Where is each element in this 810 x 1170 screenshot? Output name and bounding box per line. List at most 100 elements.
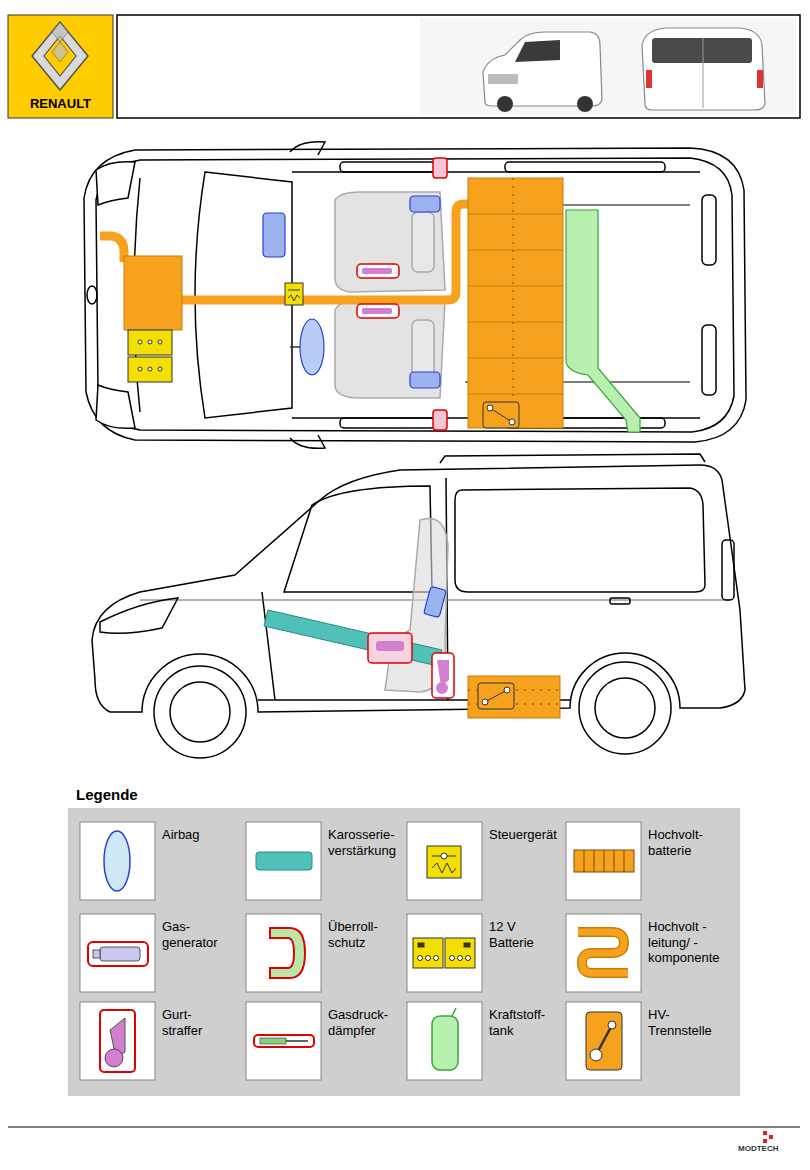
van-thumbnail-front — [515, 40, 560, 62]
headlight — [100, 598, 178, 633]
gas-generator-icon — [93, 950, 100, 958]
body-inner — [96, 158, 734, 432]
legend-icon-frames — [246, 1002, 321, 1080]
van-thumbnail-rear — [652, 38, 752, 63]
hv-battery — [468, 286, 563, 287]
hv-component — [124, 256, 182, 330]
legend-icon-frames — [566, 822, 641, 900]
legend-icon-frames — [407, 914, 482, 992]
hv-battery — [468, 214, 563, 215]
hv-disconnect — [490, 408, 512, 422]
gas-damper-icon — [254, 1035, 314, 1047]
windshield — [195, 172, 292, 418]
rear-light — [702, 195, 716, 265]
battery-12v — [128, 330, 172, 355]
hv-battery-icon — [614, 850, 615, 872]
steering — [290, 346, 300, 348]
battery-12v-icon — [413, 938, 475, 968]
door-line — [262, 592, 275, 700]
battery-12v-icon — [434, 956, 439, 961]
battery-12v-icon — [413, 938, 443, 968]
fuel-tank — [566, 210, 640, 432]
legend-text: Gurt- straffer — [162, 1007, 234, 1038]
headlight — [96, 162, 135, 205]
legend-icon-frames — [566, 1002, 641, 1080]
legend-text: Hochvolt- batterie — [648, 827, 726, 858]
legend-icon-frames — [80, 822, 641, 1080]
van-thumbnail-rear — [642, 28, 765, 110]
hv-line-icon — [578, 932, 628, 973]
hv-disconnect — [483, 402, 519, 428]
gas-generator — [368, 633, 412, 663]
window — [340, 162, 435, 172]
legend-icon-frames — [80, 914, 155, 992]
hv-disconnect — [478, 683, 514, 709]
legend-text: HV- Trennstelle — [648, 1007, 728, 1038]
hv-battery — [468, 250, 563, 251]
window — [284, 486, 432, 592]
battery-12v-icon — [418, 956, 423, 961]
rollover-icon — [270, 928, 305, 978]
battery-12v — [158, 367, 162, 371]
door-handle — [610, 598, 630, 604]
van-thumbnail-rear — [703, 38, 704, 108]
gas-generator — [433, 158, 447, 178]
header — [117, 15, 800, 118]
footer — [8, 1127, 800, 1143]
battery-12v — [138, 367, 142, 371]
body-outline — [92, 465, 745, 712]
hv-battery-icon — [624, 850, 625, 872]
header — [8, 15, 113, 118]
control-unit — [285, 283, 303, 305]
top-view — [362, 308, 392, 314]
legend-icon-frames — [80, 1002, 155, 1080]
airbag-icon — [104, 831, 130, 891]
top-view — [362, 268, 392, 274]
seat — [335, 192, 445, 292]
seat — [335, 300, 445, 398]
footer — [769, 1135, 773, 1139]
logo — [87, 286, 97, 304]
hv-disconnect — [482, 699, 488, 705]
legend-text: Steuergerät — [489, 827, 565, 843]
reinforcement-icon — [256, 852, 312, 870]
airbag — [300, 319, 324, 375]
side-view — [436, 682, 448, 694]
gas-generator-icon — [100, 947, 140, 961]
belt-tensioner — [432, 653, 454, 698]
legend-text: Überroll- schutz — [328, 919, 404, 950]
hv-line — [182, 204, 470, 300]
legend-text: Gasdruck- dämpfer — [328, 1007, 404, 1038]
hv-battery-icon — [584, 850, 585, 872]
hv-disconnect — [504, 687, 510, 693]
gas-damper-icon — [254, 1035, 314, 1047]
airbag — [424, 586, 447, 617]
van-thumbnail-front — [577, 96, 593, 112]
side-view — [92, 454, 745, 758]
van-thumbnail-front — [483, 32, 602, 106]
header — [8, 15, 800, 118]
hv-battery — [468, 178, 563, 428]
header — [420, 18, 796, 115]
window — [455, 488, 705, 592]
gas-generator-icon — [88, 942, 148, 966]
control-unit-icon — [441, 853, 447, 859]
control-unit-icon — [427, 846, 461, 878]
hv-battery-icon — [594, 850, 595, 872]
hv-disconnect — [509, 419, 515, 425]
side-view — [376, 641, 404, 651]
renault-diamond — [32, 22, 88, 90]
headrest — [412, 212, 434, 272]
airbag — [410, 196, 440, 212]
hv-disconnect — [487, 405, 493, 411]
fuel-tank-icon — [452, 1008, 456, 1016]
van-thumbnail-front — [483, 32, 602, 112]
fuel-tank-icon — [432, 1008, 458, 1070]
battery-12v-icon — [450, 956, 455, 961]
legend-text: Kraftstoff- tank — [489, 1007, 565, 1038]
legend-icon-frames — [407, 1002, 482, 1080]
hv-disconnect-icon — [586, 1012, 622, 1070]
battery-12v-icon — [418, 943, 424, 947]
